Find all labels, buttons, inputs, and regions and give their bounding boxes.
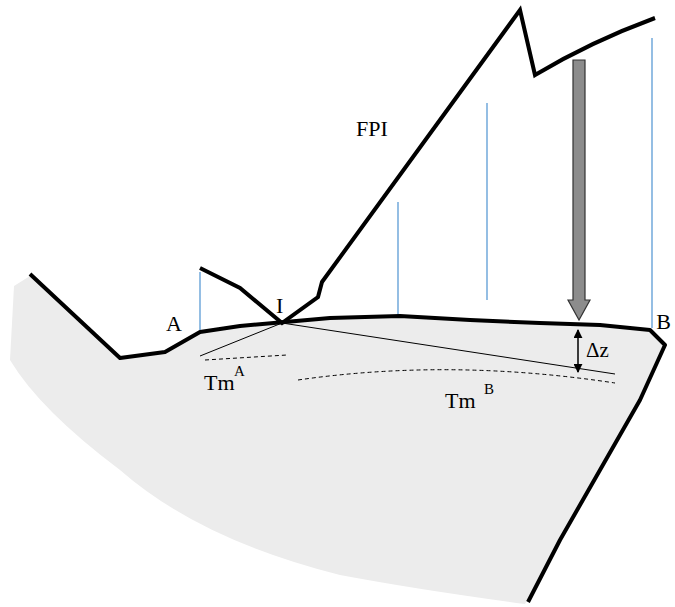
dashed-curve: [298, 370, 615, 383]
dimension-label: Δz: [586, 340, 609, 361]
point-label: A: [166, 313, 182, 335]
vertical-line: [397, 202, 398, 315]
dashed-curve: [205, 355, 287, 360]
point-label: B: [656, 311, 671, 333]
vertical-line: [486, 103, 487, 300]
dimension-arrow: [577, 330, 579, 372]
line-label: FPI: [356, 118, 388, 140]
superscript-label: A: [234, 364, 245, 379]
variable-label: Tm: [445, 390, 476, 412]
vertical-line: [199, 272, 200, 330]
terrain-line: [30, 274, 665, 602]
superscript-label: B: [484, 382, 494, 397]
vertical-line: [651, 38, 652, 328]
grey-arrow: [568, 60, 590, 320]
slope-line: [282, 323, 615, 374]
point-label: I: [276, 295, 283, 317]
slope-line: [200, 323, 282, 356]
variable-label: Tm: [204, 372, 235, 394]
fpi-line: [200, 10, 655, 323]
